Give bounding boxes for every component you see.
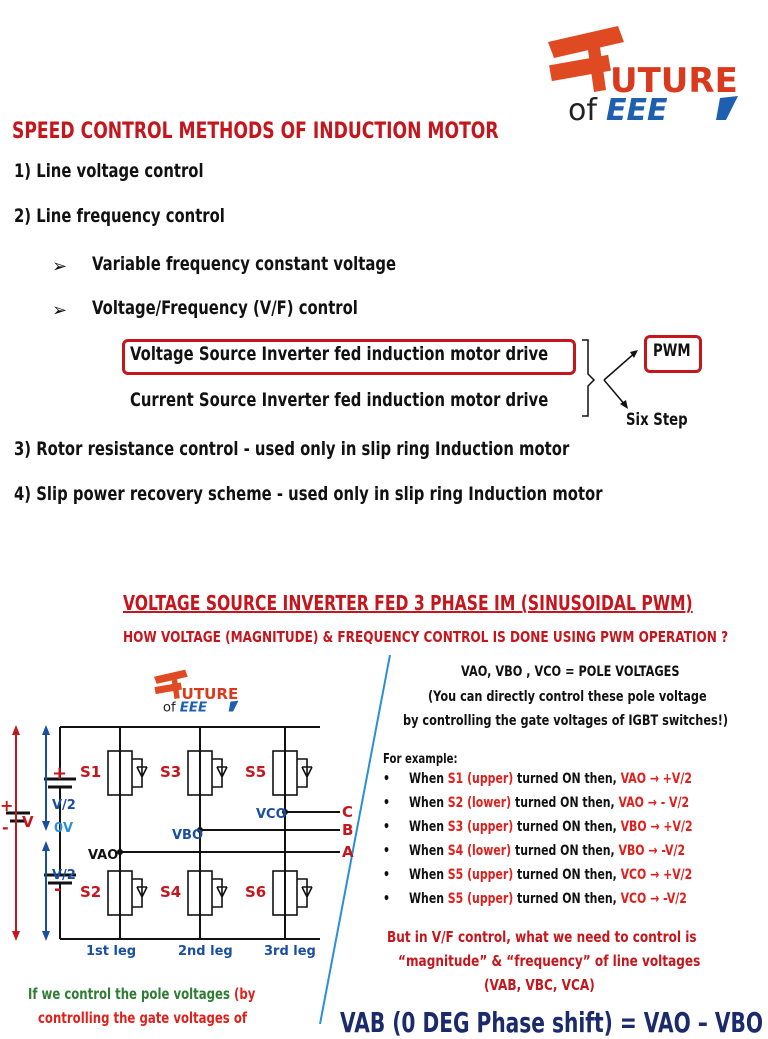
branch-arrows [582, 339, 638, 417]
minus-sign: - [2, 818, 9, 837]
svg-text:EEE: EEE [180, 700, 207, 715]
six-step-label: Six Step [626, 410, 688, 430]
example-row: • When S2 (lower) turned ON then, VAO → … [383, 795, 690, 811]
control-note-line1: (You can directly control these pole vol… [428, 689, 707, 705]
method-line-frequency: 2) Line frequency control [14, 205, 225, 227]
leg2-label: 2nd leg [178, 944, 233, 959]
vf-note-line3: (VAB, VBC, VCA) [484, 976, 595, 994]
switch-label-s5: S5 [245, 763, 266, 781]
switch-label-s2: S2 [80, 883, 101, 901]
control-note-line2: by controlling the gate voltages of IGBT… [403, 713, 729, 729]
drive-csi: Current Source Inverter fed induction mo… [130, 389, 549, 411]
phase-c-label: C [342, 803, 353, 821]
leg1-label: 1st leg [86, 944, 136, 959]
pole-voltages-heading: VAO, VBO , VCO = POLE VOLTAGES [461, 664, 680, 680]
plus-sign: + [0, 796, 13, 815]
vf-note-line2: “magnitude” & “frequency” of line voltag… [398, 952, 701, 970]
example-row: • When S4 (lower) turned ON then, VBO → … [383, 843, 686, 859]
method-line-voltage: 1) Line voltage control [14, 160, 204, 182]
example-row: • When S5 (upper) turned ON then, VCO → … [383, 867, 693, 883]
vco-label: VCO [256, 807, 287, 822]
vsi-circuit-diagram: S1 S3 S5 S2 S4 S6 + - + - V/2 0V V/2 V V… [0, 725, 354, 959]
drive-vsi: Voltage Source Inverter fed induction mo… [130, 343, 549, 365]
svg-text:of: of [568, 93, 598, 128]
future-of-eee-logo-small: UTURE of EEE [150, 667, 242, 715]
example-row: • When S1 (upper) turned ON then, VAO → … [383, 771, 692, 787]
example-row: • When S5 (upper) turned ON then, VCO → … [383, 891, 687, 907]
subitem-vf-control: Voltage/Frequency (V/F) control [92, 297, 358, 319]
subitem-variable-frequency: Variable frequency constant voltage [92, 253, 397, 275]
switch-label-s4: S4 [160, 883, 181, 901]
v-half-top-label: V/2 [52, 798, 76, 813]
svg-text:of: of [163, 700, 176, 715]
zero-v-label: 0V [54, 821, 73, 836]
for-example-label: For example: [383, 752, 458, 767]
svg-text:UTURE: UTURE [610, 61, 738, 101]
left-note-line1: If we control the pole voltages (by [28, 985, 256, 1003]
leg3-label: 3rd leg [264, 944, 316, 959]
plus-sign: + [52, 763, 67, 784]
v-total-label: V [22, 813, 34, 831]
page-title: SPEED CONTROL METHODS OF INDUCTION MOTOR [12, 119, 499, 144]
pwm-box [644, 335, 702, 373]
switch-label-s3: S3 [160, 763, 181, 781]
svg-text:EEE: EEE [606, 93, 668, 128]
bottom-formula: VAB (0 DEG Phase shift) = VAO – VBO [340, 1006, 763, 1039]
vsi-highlight-box [122, 339, 576, 375]
minus-sign: - [54, 879, 61, 900]
vbo-label: VBO [172, 828, 203, 843]
example-row: • When S3 (upper) turned ON then, VBO → … [383, 819, 693, 835]
vao-label: VAO [88, 848, 118, 863]
arrow-bullet-icon: ➢ [52, 300, 68, 321]
phase-b-label: B [342, 821, 353, 839]
switch-label-s1: S1 [80, 763, 101, 781]
method-rotor-resistance: 3) Rotor resistance control - used only … [14, 438, 570, 460]
section-divider [319, 655, 391, 1024]
vf-note-line1: But in V/F control, what we need to cont… [387, 928, 697, 946]
phase-a-label: A [342, 843, 354, 861]
section-subtitle: HOW VOLTAGE (MAGNITUDE) & FREQUENCY CONT… [123, 628, 729, 646]
svg-text:UTURE: UTURE [182, 685, 239, 703]
arrow-bullet-icon: ➢ [52, 256, 68, 277]
future-of-eee-logo: UTURE of EEE [540, 20, 745, 128]
method-slip-power: 4) Slip power recovery scheme - used onl… [14, 483, 603, 505]
v-half-bottom-label: V/2 [52, 868, 76, 883]
pwm-label: PWM [653, 341, 691, 361]
left-note-line2: controlling the gate voltages of [38, 1009, 247, 1027]
section-title: VOLTAGE SOURCE INVERTER FED 3 PHASE IM (… [123, 591, 693, 615]
switch-label-s6: S6 [245, 883, 266, 901]
